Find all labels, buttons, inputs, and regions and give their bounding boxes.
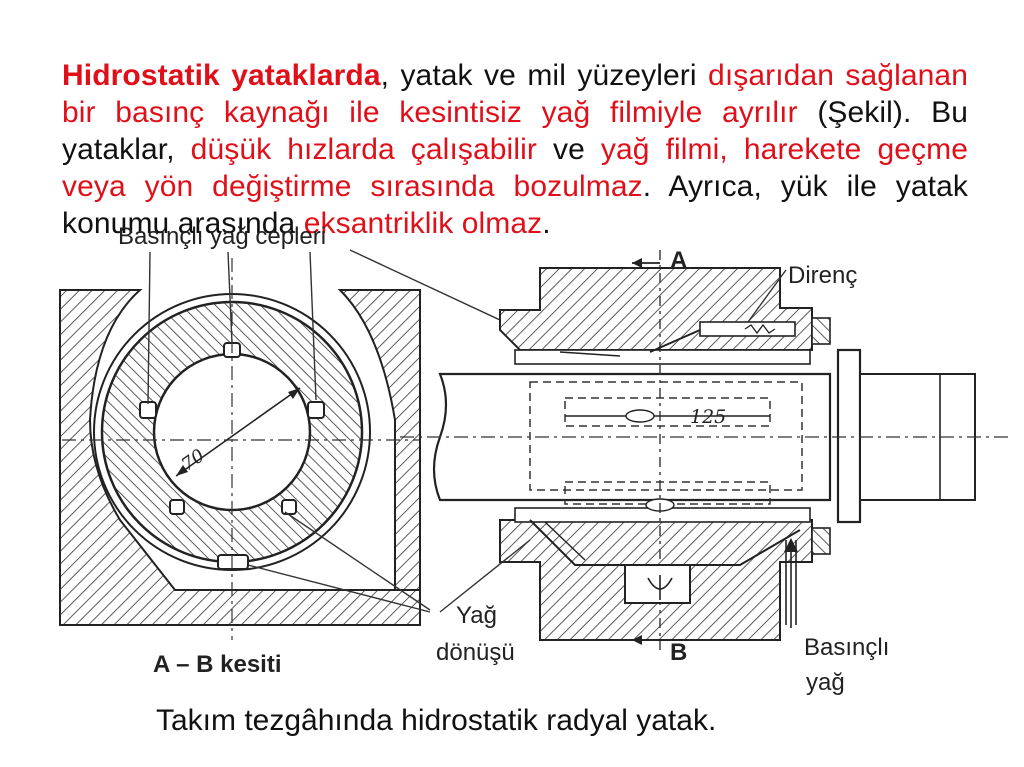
highlight-separation: dışarıdan sağlanan bir basınç kaynağı il…: [62, 59, 968, 129]
shaft-collar: [836, 348, 862, 524]
label-oil-return-line1: Yağ: [456, 602, 497, 629]
term-hydrostatic: Hidrostatik yataklarda: [62, 59, 381, 92]
oil-return-slot: [217, 554, 249, 570]
bearing-drawing: 70 125: [59, 249, 1010, 650]
label-pressure-pockets: Basınçlı yağ cepleri: [118, 223, 327, 250]
housing-right-wall: [337, 289, 421, 591]
label-section-b: B: [670, 639, 688, 666]
highlight-oil-film: yağ filmi, harekete geçme veya yön değiş…: [62, 133, 968, 203]
label-oil-return-line2: dönüşü: [436, 639, 515, 666]
para-text-3: ve: [536, 133, 601, 166]
label-resistance: Direnç: [788, 262, 858, 289]
label-pressure-oil-line1: Basınçlı: [804, 634, 890, 661]
para-text-5: .: [542, 207, 551, 240]
label-section-ab: A – B kesiti: [153, 651, 282, 678]
oil-drain: [624, 564, 691, 604]
highlight-eccentricity: eksantriklik olmaz: [303, 207, 543, 240]
para-text-1: , yatak ve mil yüzeyleri: [380, 59, 709, 92]
cross-section-view: 70: [59, 249, 561, 640]
length-value: 125: [690, 406, 726, 428]
shaft: [432, 372, 832, 502]
diameter-dimension-line: [175, 387, 301, 477]
figure-caption: Takım tezgâhında hidrostatik radyal yata…: [156, 704, 717, 737]
label-pressure-oil-line2: yağ: [806, 669, 845, 696]
upper-housing: [499, 267, 813, 351]
para-text-4: . Ayrıca, yük ile yatak konumu arasında: [62, 170, 968, 240]
highlight-low-speed: düşük hızlarda çalışabilir: [190, 133, 537, 166]
intro-paragraph: Hidrostatik yataklarda, yatak ve mil yüz…: [62, 57, 968, 242]
resistance-capillary: [699, 321, 796, 337]
label-section-a: A: [670, 247, 688, 274]
para-text-2: (Şekil). Bu yataklar,: [62, 96, 968, 166]
housing-frame: [59, 289, 421, 626]
longitudinal-view: 125: [400, 250, 1010, 650]
